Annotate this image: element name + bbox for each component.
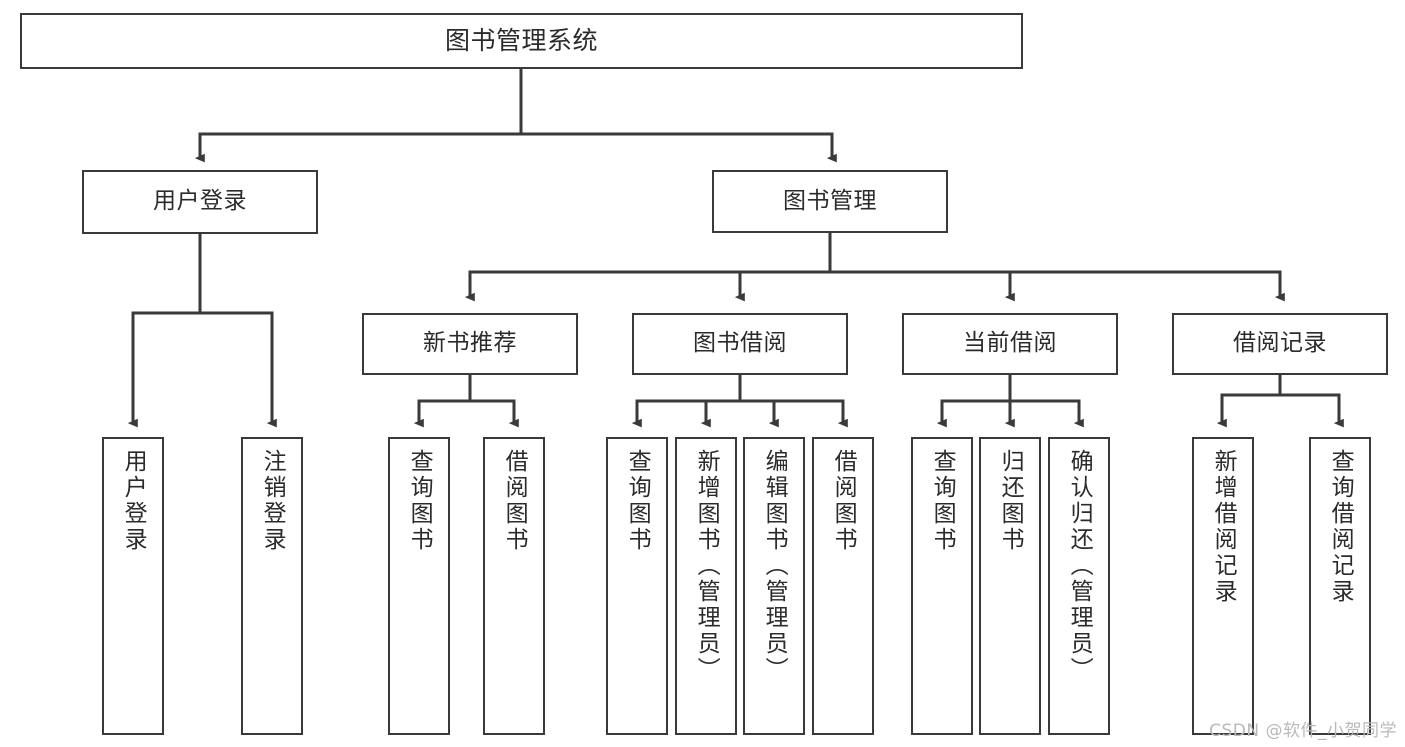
node-label: 图书管理 — [783, 187, 877, 214]
node-leaf-logout[interactable]: 注销登录 — [241, 437, 303, 735]
node-label: 注销登录 — [259, 449, 286, 553]
node-leaf-add-book-admin[interactable]: 新增图书（管理员） — [675, 437, 737, 735]
node-leaf-user-login[interactable]: 用户登录 — [102, 437, 164, 735]
node-label: 借阅图书 — [501, 449, 528, 553]
node-book-borrow[interactable]: 图书借阅 — [632, 313, 848, 375]
node-label: 编辑图书（管理员） — [761, 449, 788, 683]
node-leaf-confirm-return-admin[interactable]: 确认归还（管理员） — [1048, 437, 1110, 735]
node-label: 图书借阅 — [693, 330, 787, 357]
node-label: 查询图书 — [624, 449, 651, 553]
node-leaf-query-book-borrow[interactable]: 查询图书 — [606, 437, 668, 735]
node-book-management[interactable]: 图书管理 — [712, 170, 948, 233]
node-leaf-query-book-current[interactable]: 查询图书 — [911, 437, 973, 735]
node-leaf-query-book-recommend[interactable]: 查询图书 — [388, 437, 450, 735]
node-label: 用户登录 — [153, 188, 247, 215]
node-leaf-edit-book-admin[interactable]: 编辑图书（管理员） — [743, 437, 805, 735]
node-leaf-add-borrow-record[interactable]: 新增借阅记录 — [1192, 437, 1254, 735]
node-label: 新书推荐 — [423, 330, 517, 357]
node-label: 查询借阅记录 — [1327, 449, 1354, 605]
node-borrow-record[interactable]: 借阅记录 — [1172, 313, 1388, 375]
node-current-borrow[interactable]: 当前借阅 — [902, 313, 1118, 375]
node-label: 当前借阅 — [963, 330, 1057, 357]
node-leaf-borrow-book-recommend[interactable]: 借阅图书 — [483, 437, 545, 735]
node-root-system[interactable]: 图书管理系统 — [20, 13, 1023, 69]
node-label: 借阅记录 — [1233, 330, 1327, 357]
node-label: 用户登录 — [120, 449, 147, 553]
node-leaf-return-book[interactable]: 归还图书 — [979, 437, 1041, 735]
node-label: 图书管理系统 — [444, 26, 598, 56]
node-label: 确认归还（管理员） — [1066, 449, 1093, 683]
node-label: 查询图书 — [406, 449, 433, 553]
node-leaf-borrow-book[interactable]: 借阅图书 — [812, 437, 874, 735]
node-label: 归还图书 — [997, 449, 1024, 553]
node-user-login[interactable]: 用户登录 — [82, 170, 318, 234]
node-label: 新增借阅记录 — [1210, 449, 1237, 605]
node-leaf-query-borrow-record[interactable]: 查询借阅记录 — [1309, 437, 1371, 735]
node-label: 新增图书（管理员） — [693, 449, 720, 683]
node-label: 查询图书 — [929, 449, 956, 553]
node-label: 借阅图书 — [830, 449, 857, 553]
node-new-book-recommend[interactable]: 新书推荐 — [362, 313, 578, 375]
watermark-text: CSDN @软件_小贺同学 — [1209, 721, 1397, 741]
